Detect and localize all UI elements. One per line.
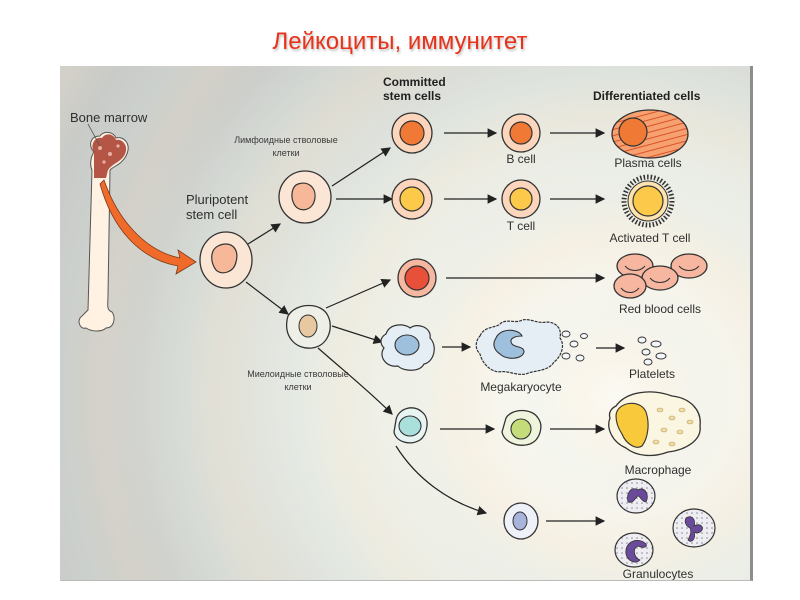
myeloblast-cell — [393, 407, 428, 444]
myeloid-stem-cell — [286, 304, 331, 349]
b-cell — [501, 113, 541, 153]
platelets — [637, 336, 667, 366]
megakaryocyte-label: Megakaryocyte — [480, 380, 562, 394]
granulocytes-label: Granulocytes — [623, 567, 694, 580]
committed-header-line1: Committed — [383, 75, 446, 89]
arrow-to-erythroid — [325, 278, 392, 309]
pluripotent-label-line1: Pluripotent — [186, 192, 249, 207]
plasma-cell — [611, 109, 689, 159]
activated-t-cell — [621, 174, 675, 228]
red-blood-cells-label: Red blood cells — [619, 302, 701, 316]
b-cell-label: B cell — [506, 152, 535, 166]
arrow-to-megakaryoblast — [331, 325, 384, 345]
slide-title: Лейкоциты, иммунитет — [272, 28, 528, 55]
t-committed-cell — [391, 178, 433, 220]
bone-illustration — [78, 123, 129, 332]
monocyte-cell — [501, 409, 542, 446]
platelets-label: Platelets — [629, 367, 675, 381]
red-blood-cells — [613, 253, 708, 299]
granulocyte-precursor-cell — [503, 502, 539, 540]
arrow-to-b-committed — [331, 147, 392, 187]
granulocytes — [614, 478, 716, 568]
lymphoid-label-line1: Лимфоидные стволовые — [234, 135, 337, 145]
myeloid-label-line1: Миелоидные стволовые — [247, 369, 349, 379]
t-cell-label: T cell — [507, 219, 535, 233]
diagram-panel: Bone marrow Pluripotent stem cell Лимфои… — [60, 66, 753, 581]
plasma-cells-label: Plasma cells — [614, 156, 681, 170]
lymphoid-stem-cell — [278, 170, 332, 224]
megakaryocyte-cell — [475, 318, 588, 376]
bone-marrow-pointer — [87, 123, 101, 147]
committed-header-line2: stem cells — [383, 89, 441, 103]
megakaryoblast-cell — [380, 324, 435, 371]
t-cell — [501, 179, 541, 219]
b-committed-cell — [391, 112, 433, 154]
bone-marrow-label: Bone marrow — [70, 110, 148, 125]
arrow-to-granulocyte-precursor — [395, 445, 488, 516]
erythroid-precursor-cell — [397, 258, 437, 298]
hematopoiesis-diagram: Bone marrow Pluripotent stem cell Лимфои… — [70, 75, 716, 580]
activated-t-cell-label: Activated T cell — [610, 231, 691, 245]
macrophage-label: Macrophage — [625, 463, 692, 477]
myeloid-label-line2: клетки — [284, 382, 311, 392]
differentiated-header: Differentiated cells — [593, 89, 701, 103]
macrophage-cell — [608, 391, 701, 457]
pluripotent-stem-cell — [199, 231, 253, 289]
arrow-to-myeloid — [245, 281, 289, 315]
pluripotent-label-line2: stem cell — [186, 207, 237, 222]
arrow-to-myeloblast — [317, 347, 393, 415]
arrow-to-lymphoid — [247, 223, 282, 245]
orange-migration-arrow — [99, 179, 197, 275]
lymphoid-label-line2: клетки — [272, 148, 299, 158]
